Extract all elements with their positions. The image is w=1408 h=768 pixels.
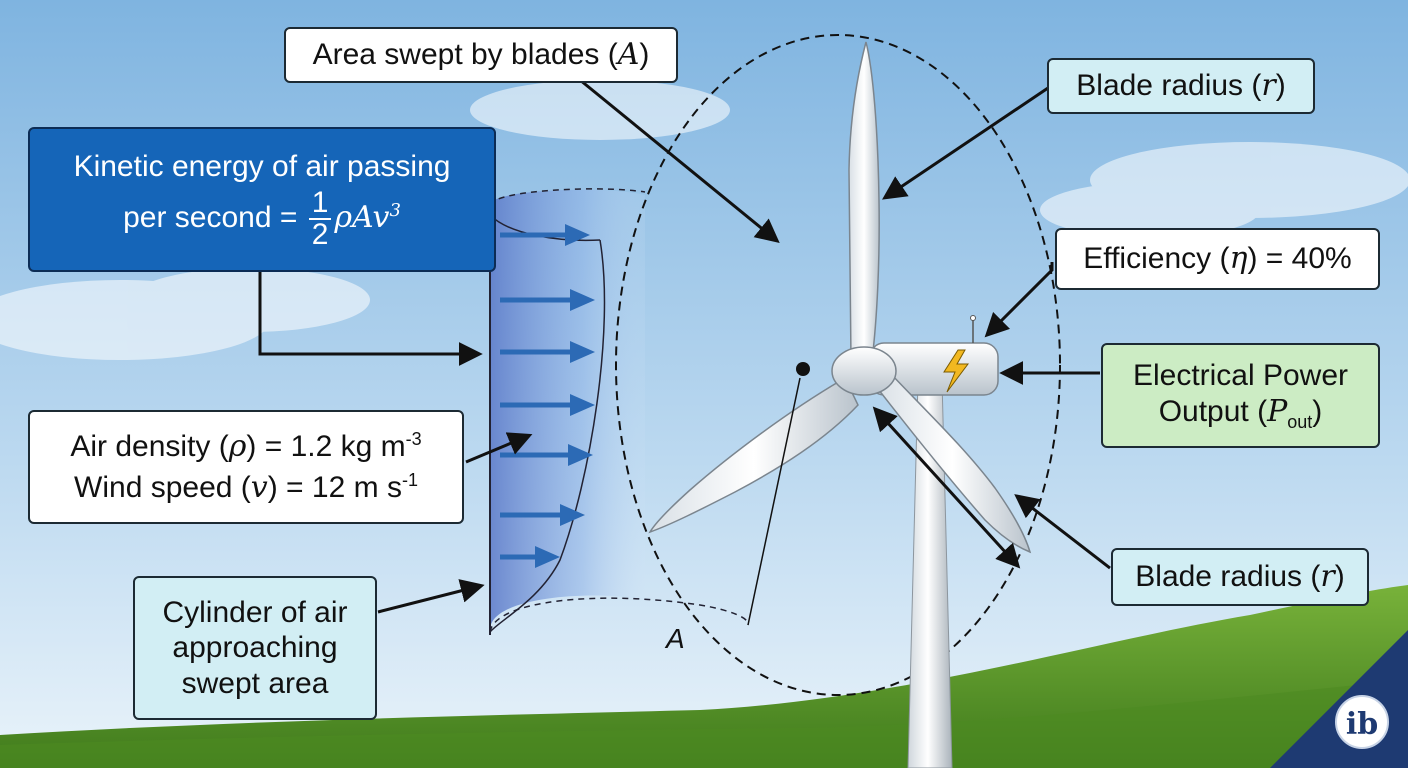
kinetic-energy-expression: ρAv <box>334 200 390 236</box>
power-output-close: ) <box>1312 394 1323 428</box>
area-pointer-line <box>747 377 801 626</box>
arrow-blade-radius-top <box>882 86 1049 200</box>
flow-arrow <box>500 504 585 526</box>
area-marker-label: A <box>664 623 685 654</box>
air-density-symbol: ρ <box>228 428 247 464</box>
turbine-hub <box>831 346 897 396</box>
flow-arrow <box>500 341 595 363</box>
wind-flow-arrows <box>500 224 595 568</box>
kinetic-energy-line2: per second = <box>123 201 306 235</box>
swept-area-ellipse <box>615 34 1061 696</box>
blade-radius-top-symbol: r <box>1261 68 1276 104</box>
arrow-efficiency <box>984 262 1054 338</box>
blade-left <box>648 376 859 534</box>
air-density-value: ) = 1.2 kg m <box>246 429 406 463</box>
cylinder-line1: Cylinder of air <box>162 595 348 629</box>
air-density-exponent: -3 <box>405 428 422 449</box>
power-output-subscript: out <box>1287 411 1313 432</box>
label-cylinder: Cylinder of air approaching swept area <box>133 576 377 720</box>
label-blade-radius-top: Blade radius (r) <box>1047 58 1315 114</box>
label-swept-area: Area swept by blades (A) <box>284 27 678 83</box>
wind-speed-exponent: -1 <box>401 470 418 490</box>
kinetic-energy-line1: Kinetic energy of air passing <box>73 149 451 183</box>
grass-hill-back <box>0 680 1408 768</box>
power-output-symbol: P <box>1267 393 1288 429</box>
power-output-line1: Electrical Power <box>1132 359 1349 393</box>
ib-logo-icon: ib <box>1270 630 1408 768</box>
blade-top <box>848 41 880 361</box>
lightning-bolt-icon <box>943 349 969 393</box>
clouds <box>0 80 1408 360</box>
arrow-air-properties <box>465 432 533 464</box>
wind-speed-value: ) = 12 m s <box>267 471 402 504</box>
flow-arrow <box>500 289 595 311</box>
power-output-line2: Output ( <box>1158 394 1268 428</box>
ib-logo-text: ib <box>1346 707 1378 742</box>
air-density-text: Air density ( <box>70 429 229 463</box>
wind-speed-text: Wind speed ( <box>74 471 251 504</box>
swept-area-symbol: A <box>617 37 640 73</box>
label-air-properties: Air density (ρ) = 1.2 kg m-3 Wind speed … <box>28 410 464 524</box>
blade-radius-top-text: Blade radius ( <box>1076 69 1262 103</box>
blade-radius-bottom-symbol: r <box>1320 559 1335 595</box>
flow-arrow <box>500 394 595 416</box>
swept-area-centre-dot <box>796 362 810 376</box>
label-blade-radius-bottom: Blade radius (r) <box>1111 548 1369 606</box>
flow-arrow <box>500 546 560 568</box>
swept-area-close: ) <box>639 38 650 72</box>
arrow-swept-area <box>579 78 780 244</box>
cylinder-line2: approaching <box>172 631 338 665</box>
blade-radius-bottom-text: Blade radius ( <box>1135 560 1321 594</box>
efficiency-text: Efficiency ( <box>1083 242 1230 276</box>
efficiency-symbol: η <box>1229 241 1248 277</box>
label-efficiency: Efficiency (η) = 40% <box>1055 228 1380 290</box>
blade-radius-top-close: ) <box>1275 69 1286 103</box>
fraction-denominator: 2 <box>311 218 329 252</box>
flow-arrow <box>500 224 590 246</box>
efficiency-close: ) = 40% <box>1247 242 1352 276</box>
label-power-output: Electrical Power Output (Pout) <box>1101 343 1380 448</box>
arrow-kinetic-energy <box>258 272 483 366</box>
blade-radius-bottom-close: ) <box>1334 560 1345 594</box>
arrow-blade-radius-bottom <box>1014 494 1111 570</box>
arrow-cylinder <box>377 579 485 614</box>
callout-arrows <box>258 78 1111 614</box>
kinetic-energy-exponent: 3 <box>389 200 401 222</box>
label-kinetic-energy: Kinetic energy of air passing per second… <box>28 127 496 272</box>
cylinder-line3: swept area <box>181 666 329 700</box>
blade-radius-double-arrow <box>872 406 1021 569</box>
wind-speed-symbol: v <box>250 470 268 505</box>
swept-area-text: Area swept by blades ( <box>312 38 618 72</box>
fraction-numerator: 1 <box>308 188 332 221</box>
flow-arrow <box>500 444 593 466</box>
